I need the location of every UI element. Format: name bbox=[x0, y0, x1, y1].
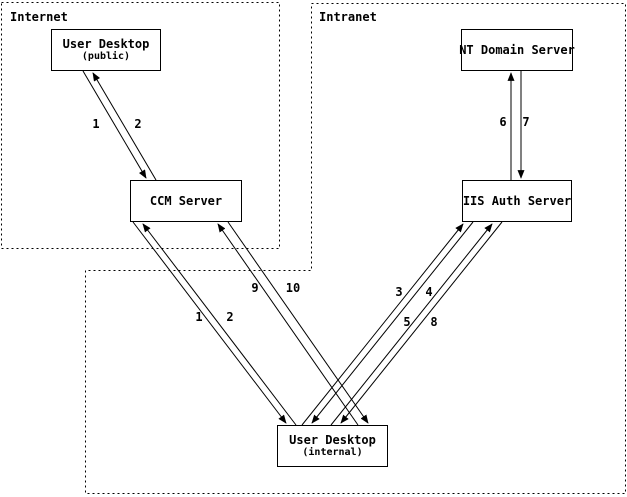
edge-label-iis-internal-4: 4 bbox=[425, 285, 433, 299]
edge-label-iis-internal-3: 3 bbox=[395, 285, 403, 299]
edge-label-public-ccm-2: 2 bbox=[134, 117, 142, 131]
edge-ccm-internal2-down-line bbox=[227, 221, 369, 424]
edge-iis-internal-a-down-line bbox=[311, 221, 474, 424]
intranet-zone-label: Intranet bbox=[319, 10, 377, 24]
edge-ccm-internal-response-line bbox=[142, 223, 297, 426]
edge-iis-internal-b-up-line bbox=[330, 223, 493, 426]
node-title: User Desktop bbox=[289, 433, 376, 447]
node-subtitle: (internal) bbox=[302, 447, 363, 458]
node-subtitle: (public) bbox=[81, 51, 131, 62]
node-title: CCM Server bbox=[149, 193, 223, 208]
edge-label-nt-iis-7: 7 bbox=[522, 115, 530, 129]
edge-label-iis-internal-5: 5 bbox=[403, 315, 411, 329]
node-title: IIS Auth Server bbox=[462, 193, 572, 208]
node-nt-domain-server: NT Domain Server bbox=[459, 29, 575, 71]
edge-iis-internal-a-up-line bbox=[301, 223, 464, 426]
node-user-desktop-public: User Desktop (public) bbox=[51, 29, 161, 71]
edge-label-public-ccm-1: 1 bbox=[92, 117, 100, 131]
edge-iis-internal-b-down-line bbox=[340, 221, 503, 424]
edge-label-ccm-internal-9: 9 bbox=[251, 281, 259, 295]
edge-public-ccm-request-line bbox=[82, 70, 147, 179]
node-title: User Desktop bbox=[62, 37, 150, 51]
edge-public-ccm-response-line bbox=[92, 72, 157, 181]
node-user-desktop-internal: User Desktop (internal) bbox=[277, 425, 388, 467]
edge-label-iis-internal-8: 8 bbox=[430, 315, 438, 329]
node-iis-auth-server: IIS Auth Server bbox=[462, 180, 572, 222]
node-ccm-server: CCM Server bbox=[130, 180, 242, 222]
edge-label-ccm-internal-10: 10 bbox=[285, 281, 301, 295]
edge-ccm-internal-request-line bbox=[132, 221, 287, 424]
edge-label-nt-iis-6: 6 bbox=[499, 115, 507, 129]
edge-label-ccm-internal-2: 2 bbox=[226, 310, 234, 324]
internet-zone-label: Internet bbox=[10, 10, 68, 24]
internet-zone-outline bbox=[1, 2, 280, 249]
edge-label-ccm-internal-1: 1 bbox=[195, 310, 203, 324]
node-title: NT Domain Server bbox=[459, 42, 575, 57]
edge-ccm-internal2-up-line bbox=[217, 223, 359, 426]
